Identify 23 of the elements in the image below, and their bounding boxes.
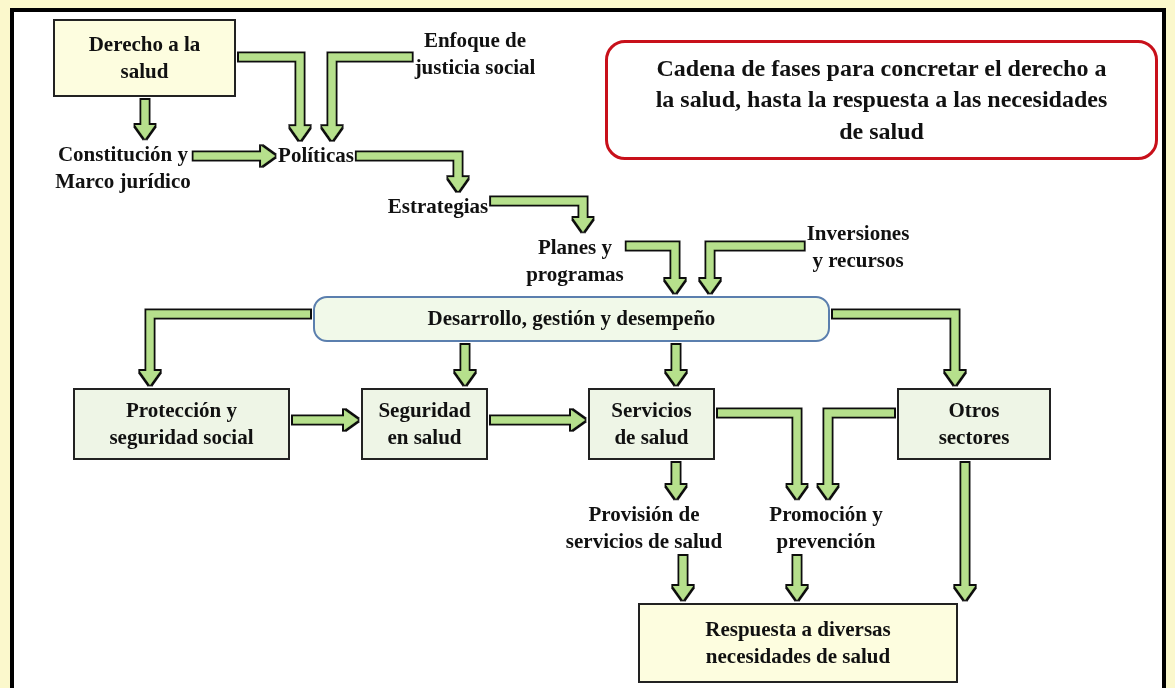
node-text: Seguridad en salud <box>377 396 472 451</box>
highlight-box <box>638 603 958 683</box>
node-text: Desarrollo, gestión y desempeño <box>427 305 716 333</box>
process-box <box>897 388 1051 460</box>
process-box <box>588 388 715 460</box>
block-arrow <box>356 152 468 192</box>
node-text: Servicios de salud <box>610 396 693 451</box>
node-text: Protección y seguridad social <box>108 396 255 451</box>
node-label: Políticas <box>262 140 370 172</box>
node-label: Inversiones y recursos <box>788 216 928 278</box>
highlight-box <box>53 19 236 97</box>
node-text: Respuesta a diversas necesidades de salud <box>704 615 892 670</box>
block-arrow <box>193 146 276 166</box>
title: Cadena de fases para concretar el derecho a la salud, hasta la respuesta a las necesidades de salud <box>605 40 1158 160</box>
node-label: Constitución y Marco jurídico <box>28 136 218 200</box>
node-text: Derecho a la salud <box>87 30 202 85</box>
rounded-process-box <box>313 296 830 342</box>
node-label: Enfoque de justicia social <box>385 22 565 86</box>
node-label: Estrategias <box>383 191 493 223</box>
node-label: Planes y programas <box>515 230 635 292</box>
node-text: Otros sectores <box>937 396 1011 451</box>
process-box <box>361 388 488 460</box>
process-box <box>73 388 290 460</box>
